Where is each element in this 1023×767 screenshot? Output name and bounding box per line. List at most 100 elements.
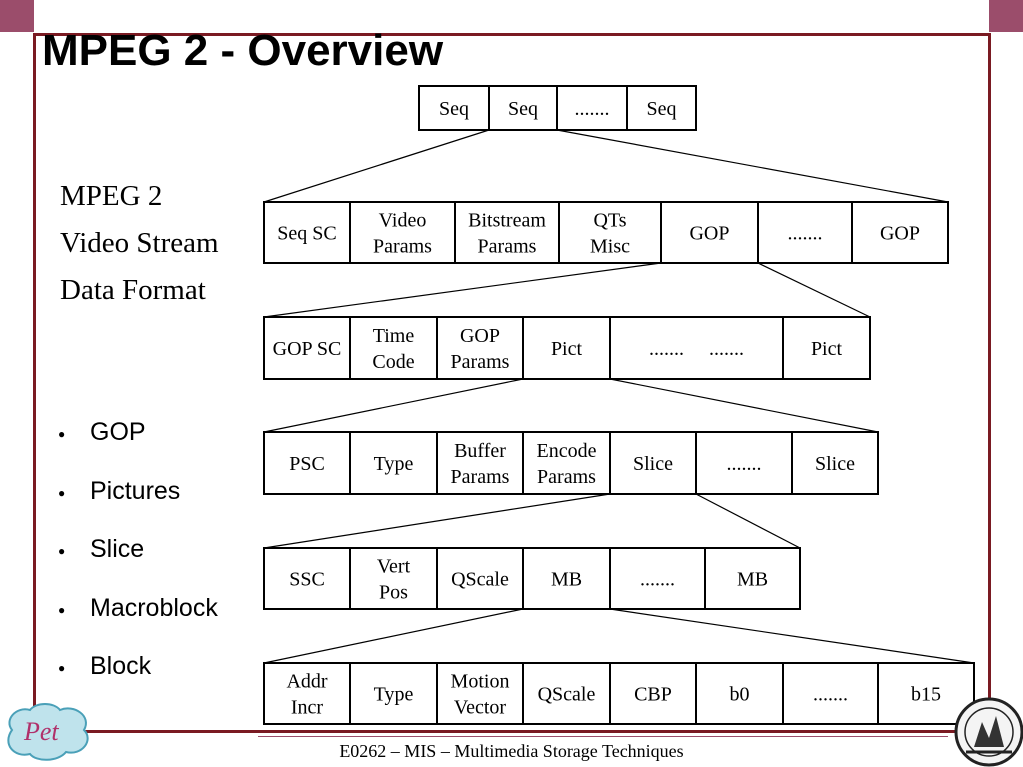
diagram-cell-label: Seq SC (277, 223, 336, 245)
diagram-cell-label: Slice (815, 453, 855, 475)
footer-rule (258, 736, 948, 737)
bullet-text: Pictures (90, 476, 181, 505)
diagram-cell (418, 85, 490, 131)
diagram-cell-label: ....... (813, 684, 848, 706)
bullet-dot-icon: ● (58, 427, 66, 441)
diagram-cell-label: Params (451, 466, 510, 488)
diagram-cell (436, 431, 524, 495)
diagram-cell-label: Video (379, 210, 427, 232)
bullet-item: ● GOP (58, 418, 218, 477)
diagram-cell-label: Pict (551, 338, 583, 360)
subtitle-line-1: MPEG 2 (60, 180, 163, 212)
slide-frame (33, 33, 991, 733)
expansion-line (263, 378, 524, 433)
expansion-line (263, 262, 662, 318)
diagram-cell-label: Time (373, 325, 415, 347)
diagram-cell-label: Slice (633, 453, 673, 475)
diagram-cell (695, 662, 784, 725)
bullet-dot-icon: ● (58, 661, 66, 675)
diagram-cell (349, 316, 438, 380)
diagram-cell (436, 662, 524, 725)
diagram-cell-label: Params (537, 466, 596, 488)
bullet-item: ● Macroblock (58, 594, 218, 653)
diagram-cell (454, 201, 560, 264)
bullet-text: Macroblock (90, 593, 218, 622)
bullet-dot-icon: ● (58, 544, 66, 558)
subtitle-line-2: Video Stream (60, 227, 219, 259)
diagram-cell-label: GOP (460, 325, 500, 347)
expansion-line (263, 493, 611, 549)
layer-bullet-list: ●GOP ●Pictures ●Slice ●Macroblock ●Block (58, 418, 218, 711)
diagram-cell-label: Incr (291, 697, 324, 719)
diagram-cell-label: Addr (286, 671, 327, 693)
diagram-cell-label: SSC (289, 569, 325, 591)
diagram-cell-label: Vector (454, 697, 507, 719)
diagram-cell (263, 316, 351, 380)
diagram-cell (851, 201, 949, 264)
diagram-cell-label: Encode (537, 440, 597, 462)
diagram-cell-label: Bitstream (468, 210, 546, 232)
diagram-cell (436, 316, 524, 380)
diagram-cell-label: Params (478, 236, 537, 258)
diagram-cell-label: Params (451, 351, 510, 373)
bullet-item: ● Block (58, 652, 218, 711)
logo-text: Pet (23, 717, 59, 746)
bullet-text: GOP (90, 418, 146, 446)
right-corner-accent (989, 0, 1023, 32)
bullet-text: Block (90, 652, 152, 680)
diagram-cell (877, 662, 975, 725)
diagram-cell-label: b0 (730, 684, 750, 706)
diagram-cell (757, 201, 853, 264)
sequence-layer-row: Seq SCVideoParamsBitstreamParamsQTsMiscG… (263, 201, 949, 264)
diagram-cell (263, 662, 351, 725)
diagram-cell-label: ....... (727, 453, 762, 475)
bullet-dot-icon: ● (58, 602, 66, 617)
diagram-cell (609, 662, 697, 725)
diagram-cell-label: PSC (289, 453, 325, 475)
diagram-cell-label: GOP (880, 223, 920, 245)
bullet-item: ●Pictures (58, 477, 218, 536)
diagram-cell-label: Pict (811, 338, 843, 360)
diagram-cell-label: GOP (689, 223, 729, 245)
expansion-line (263, 129, 490, 203)
diagram-cell-label: ....... (640, 569, 675, 591)
diagram-cell-label: GOP SC (273, 338, 342, 360)
diagram-cell (556, 85, 628, 131)
diagram-cell-label: Code (372, 351, 414, 373)
diagram-cell (263, 431, 351, 495)
diagram-cell-label: Seq (508, 98, 538, 120)
diagram-cell-label: QScale (538, 684, 596, 706)
diagram-cell (782, 316, 871, 380)
diagram-cell (660, 201, 759, 264)
institute-seal-icon (954, 697, 1023, 767)
diagram-cell-label: Motion (451, 671, 510, 693)
diagram-cell (609, 431, 697, 495)
diagram-cell (522, 431, 611, 495)
expansion-line (263, 608, 524, 664)
subtitle-line-3: Data Format (60, 274, 206, 306)
expansion-line (695, 493, 801, 549)
diagram-cell-label: ....... (575, 98, 610, 120)
diagram-cell (695, 431, 793, 495)
expansion-line (556, 129, 949, 203)
diagram-cell (626, 85, 697, 131)
diagram-cell-label: Seq (647, 98, 677, 120)
diagram-cell-label: QScale (451, 569, 509, 591)
diagram-cell-label: Type (374, 453, 414, 475)
diagram-cell-label: MB (551, 569, 582, 591)
diagram-cell (263, 201, 351, 264)
diagram-cell-label: Pos (379, 582, 408, 604)
diagram-cell-label: b15 (911, 684, 941, 706)
diagram-cell-label: CBP (634, 684, 672, 706)
diagram-cell (349, 662, 438, 725)
left-corner-accent (0, 0, 34, 32)
diagram-cell (609, 547, 706, 610)
slide-title: MPEG 2 - Overview (42, 26, 444, 75)
footer-text: E0262 – MIS – Multimedia Storage Techniq… (339, 741, 684, 761)
diagram-cell-label: Buffer (454, 440, 506, 462)
expansion-line (609, 608, 975, 664)
